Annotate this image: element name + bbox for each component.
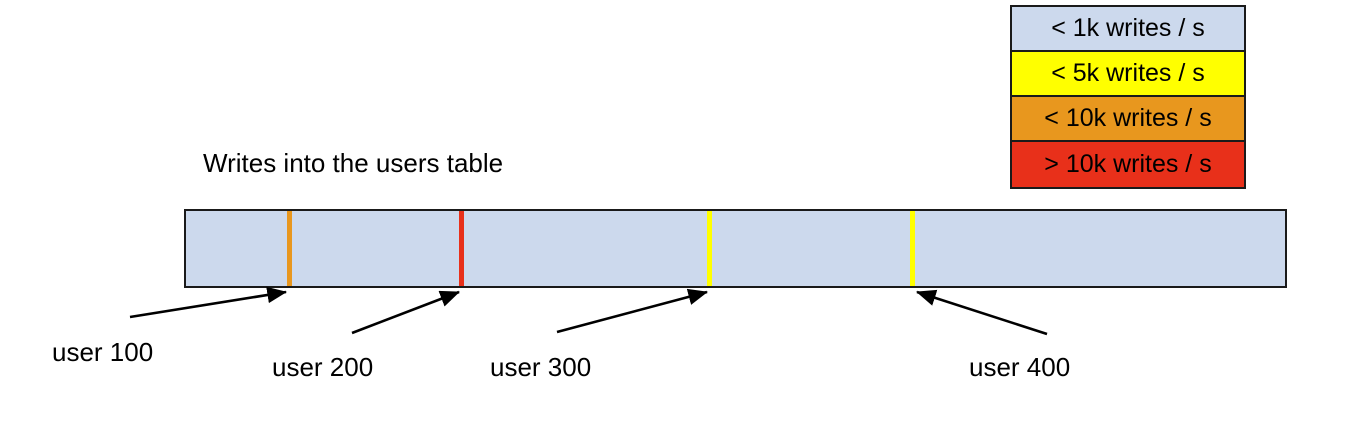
marker-user-400 — [910, 211, 915, 286]
users-table-bar — [184, 209, 1287, 288]
legend-row-lt-5k: < 5k writes / s — [1012, 52, 1244, 97]
arrow-user-200 — [351, 290, 460, 335]
legend-label-lt-10k: < 10k writes / s — [1044, 104, 1212, 132]
legend-label-lt-5k: < 5k writes / s — [1051, 59, 1205, 87]
arrow-user-400 — [916, 289, 1048, 336]
marker-user-100 — [287, 211, 292, 286]
label-user-200: user 200 — [272, 352, 374, 382]
marker-user-300 — [707, 211, 712, 286]
legend-label-lt-1k: < 1k writes / s — [1051, 14, 1205, 42]
legend-row-gt-10k: > 10k writes / s — [1012, 142, 1244, 187]
legend: < 1k writes / s < 5k writes / s < 10k wr… — [1010, 5, 1246, 189]
legend-label-gt-10k: > 10k writes / s — [1044, 150, 1212, 178]
arrow-user-300 — [556, 288, 709, 334]
legend-row-lt-10k: < 10k writes / s — [1012, 97, 1244, 142]
label-user-300: user 300 — [490, 352, 592, 382]
arrow-user-100 — [129, 286, 288, 319]
label-user-400: user 400 — [969, 352, 1071, 382]
chart-title: Writes into the users table — [203, 148, 504, 178]
marker-user-200 — [459, 211, 464, 286]
label-user-100: user 100 — [52, 337, 154, 367]
legend-row-lt-1k: < 1k writes / s — [1012, 7, 1244, 52]
